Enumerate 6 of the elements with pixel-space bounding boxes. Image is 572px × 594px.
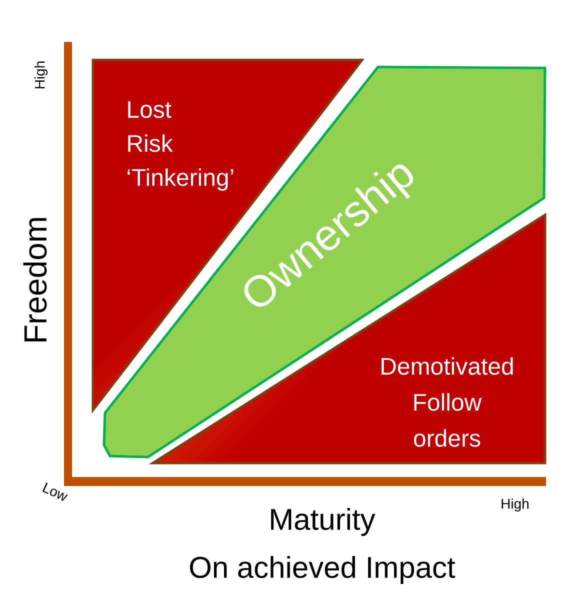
axis-label: High (34, 62, 48, 88)
axis-title: Freedom (23, 218, 47, 342)
axis-label: Low (42, 482, 68, 501)
axis-title: Maturity (271, 508, 376, 536)
axis-label: High (502, 498, 528, 512)
axis-title: On achieved Impact (190, 556, 456, 584)
